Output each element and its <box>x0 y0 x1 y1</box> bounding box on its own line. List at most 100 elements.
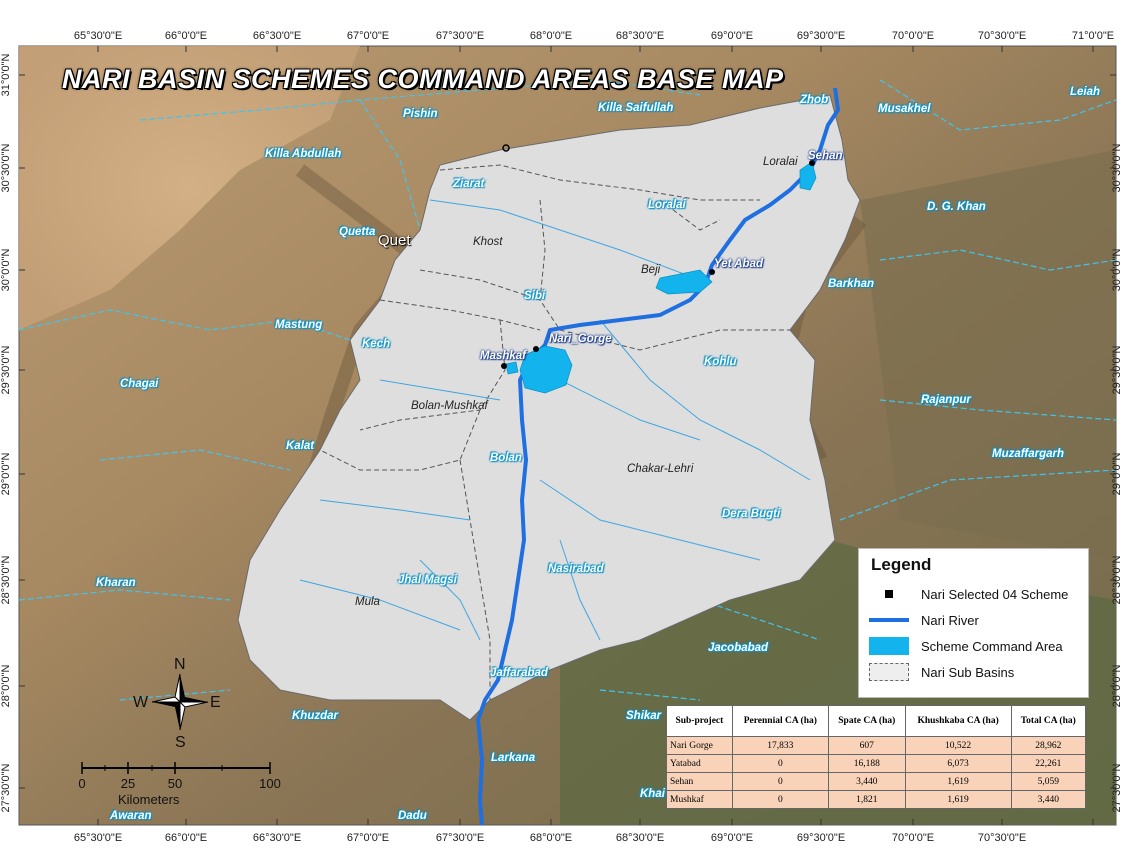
legend-label: Nari Selected 04 Scheme <box>921 586 1069 602</box>
scale-label: 0 <box>78 776 86 791</box>
scheme-label-yetabad: Yet Abad <box>714 258 763 270</box>
table-header-row: Sub-project Perennial CA (ha) Spate CA (… <box>666 705 1087 737</box>
lat-label: 28°0'0"N <box>0 664 12 708</box>
lon-label: 68°30'0"E <box>615 832 665 844</box>
district-label: Leiah <box>1070 86 1101 98</box>
table-header: Sub-project <box>666 705 733 737</box>
scale-label: 25 <box>120 776 136 791</box>
lat-label: 29°0'0"N <box>0 452 12 496</box>
legend-label: Nari River <box>921 612 979 628</box>
district-label: Khai <box>640 788 665 800</box>
district-label: Dadu <box>398 810 427 822</box>
lat-label: 29°30'0"N <box>1111 345 1123 395</box>
scheme-point-yetabad <box>709 269 715 275</box>
lon-label: 70°0'0"E <box>891 30 935 42</box>
lat-label: 28°30'0"N <box>1111 555 1123 605</box>
table-header: Spate CA (ha) <box>827 705 906 737</box>
table-cell: 17,833 <box>731 736 829 755</box>
scheme-label-sehan: Sehan <box>808 150 843 162</box>
lat-label: 28°0'0"N <box>1111 664 1123 708</box>
lon-label: 69°0'0"E <box>710 832 754 844</box>
table-cell: Nari Gorge <box>666 736 733 755</box>
command-area-narigorge <box>519 345 573 394</box>
scheme-point-sehan <box>809 160 815 166</box>
lat-label: 30°30'0"N <box>1111 143 1123 193</box>
table-cell: 607 <box>827 736 906 755</box>
sub-basin-label: Chakar-Lehri <box>627 463 694 475</box>
lat-label: 28°30'0"N <box>0 555 12 605</box>
sub-basin-label: Mula <box>355 596 380 608</box>
sub-basin-label: Khost <box>473 236 503 248</box>
lon-label: 66°30'0"E <box>252 832 302 844</box>
desert-area <box>19 46 360 330</box>
table-cell: 1,619 <box>904 790 1012 809</box>
table-cell: 0 <box>731 772 829 791</box>
district-label: Jaffarabad <box>490 667 548 679</box>
district-label: Killa Abdullah <box>265 148 342 160</box>
legend-item-river: Nari River <box>869 609 979 631</box>
table-row: Nari Gorge 17,833 607 10,522 28,962 <box>666 736 1087 755</box>
legend-title: Legend <box>871 555 932 574</box>
district-label: Killa Saifullah <box>598 102 674 114</box>
streams <box>299 199 811 641</box>
lat-label: 27°30'0"N <box>0 763 12 813</box>
district-label: Chagai <box>120 378 159 390</box>
district-label: Sibi <box>524 290 546 302</box>
district-label: Kalat <box>286 440 315 452</box>
command-area-yetabad <box>655 269 713 295</box>
compass-w: W <box>133 694 149 711</box>
lon-label: 67°0'0"E <box>346 832 390 844</box>
table-cell: Sehan <box>666 772 733 791</box>
district-label: Awaran <box>110 810 152 822</box>
district-label: Loralai <box>648 199 686 211</box>
table-row: Yatabad 0 16,188 6,073 22,261 <box>666 754 1087 773</box>
map-title: NARI BASIN SCHEMES COMMAND AREAS BASE MA… <box>62 64 784 94</box>
table-cell: 3,440 <box>1010 790 1087 809</box>
river-swatch <box>869 611 909 629</box>
legend-item-command: Scheme Command Area <box>869 635 1063 657</box>
district-label: Mastung <box>275 319 323 331</box>
lon-label: 70°30'0"E <box>977 832 1027 844</box>
sub-basin-label: Loralai <box>763 156 798 168</box>
location-marker <box>502 144 510 152</box>
command-area-swatch <box>869 637 909 655</box>
lon-label: 69°30'0"E <box>796 832 846 844</box>
lat-label: 29°30'0"N <box>0 345 12 395</box>
table-cell: 16,188 <box>827 754 906 773</box>
district-boundaries <box>18 79 1117 701</box>
district-label: Kharan <box>96 577 136 589</box>
lon-label: 70°0'0"E <box>891 832 935 844</box>
lon-label: 68°0'0"E <box>529 30 573 42</box>
scheme-point-mashkaf <box>501 363 507 369</box>
scale-label: 50 <box>167 776 183 791</box>
lat-label: 30°30'0"N <box>0 143 12 193</box>
lon-label: 69°0'0"E <box>710 30 754 42</box>
lat-label: 31°0'0"N <box>0 53 12 97</box>
district-label: Shikar <box>626 710 662 722</box>
table-cell: 5,059 <box>1010 772 1087 791</box>
table-cell: 28,962 <box>1010 736 1087 755</box>
scale-unit: Kilometers <box>118 792 180 807</box>
table-header: Khushkaba CA (ha) <box>904 705 1012 737</box>
scale-bar <box>81 762 271 774</box>
table-cell: 6,073 <box>904 754 1012 773</box>
graticule-ticks <box>19 46 1116 825</box>
district-label: Jacobabad <box>708 642 769 654</box>
district-label: Larkana <box>491 752 536 764</box>
scheme-point-swatch <box>869 585 909 603</box>
lon-label: 66°0'0"E <box>164 832 208 844</box>
nari-basin <box>237 94 861 721</box>
district-label: D. G. Khan <box>927 201 986 213</box>
sub-basin-label: Bolan-Mushkaf <box>411 400 488 412</box>
district-label: Bolan <box>490 452 522 464</box>
legend-label: Nari Sub Basins <box>921 664 1015 680</box>
table-cell: Yatabad <box>666 754 733 773</box>
table-cell: 0 <box>731 754 829 773</box>
table-cell: 10,522 <box>904 736 1012 755</box>
district-label: Kohlu <box>704 356 737 368</box>
district-label: Pishin <box>403 108 438 120</box>
scheme-label-mashkaf: Mashkaf <box>480 350 527 362</box>
lon-label: 65°30'0"E <box>73 30 123 42</box>
scheme-point-narigorge <box>533 346 539 352</box>
